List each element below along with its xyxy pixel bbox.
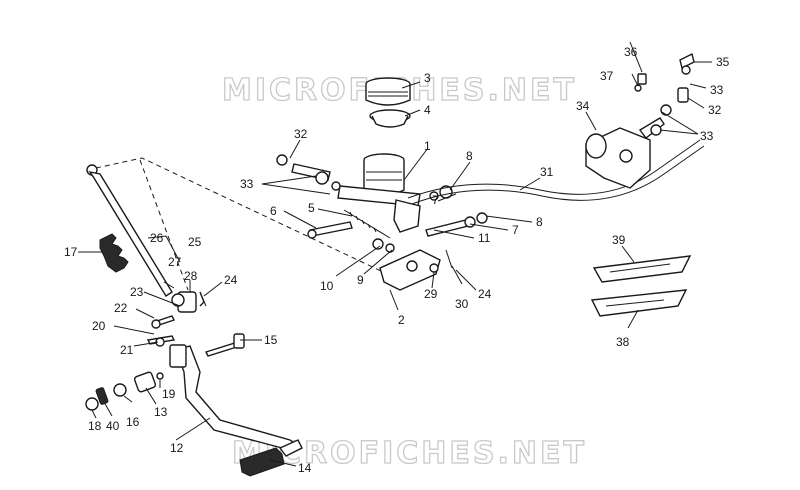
washer-19 — [156, 372, 164, 380]
callout-34: 34 — [576, 99, 590, 113]
callout-10: 10 — [320, 279, 334, 293]
callout-27: 27 — [168, 255, 182, 269]
callout-3: 3 — [424, 71, 431, 85]
callout-23: 23 — [130, 285, 144, 299]
callout-31: 31 — [540, 165, 554, 179]
callout-33-right-top: 33 — [710, 83, 724, 97]
callout-36: 36 — [624, 45, 638, 59]
callout-11: 11 — [478, 231, 491, 245]
pedal-rubber-14 — [239, 439, 303, 477]
callout-33-right: 33 — [700, 129, 714, 143]
callout-14: 14 — [298, 461, 312, 475]
bolt-20-21 — [146, 335, 176, 347]
rubber-boot — [99, 233, 129, 273]
callout-5: 5 — [308, 201, 315, 215]
master-cylinder-1 — [337, 153, 421, 233]
split-pin-24-left — [199, 291, 207, 307]
banjo-hose-33 — [276, 154, 341, 191]
reservoir-cap-3 — [365, 77, 411, 106]
callout-6: 6 — [270, 204, 277, 218]
bleed-screw-35 — [679, 52, 695, 75]
callout-19: 19 — [162, 387, 176, 401]
callout-32-right: 32 — [708, 103, 722, 117]
callout-39: 39 — [612, 233, 626, 247]
callout-26: 26 — [150, 231, 164, 245]
brake-rod — [86, 164, 173, 297]
callout-24-center: 24 — [478, 287, 492, 301]
callout-8-upper: 8 — [466, 149, 473, 163]
callout-labels: 3 4 1 8 32 33 6 5 7 8 7 11 10 9 2 29 30 … — [64, 45, 730, 475]
brake-pedal-arm — [169, 344, 302, 453]
nut-9-10 — [372, 238, 395, 253]
callout-4: 4 — [424, 103, 431, 117]
callout-9: 9 — [357, 273, 364, 287]
callout-33-left: 33 — [240, 177, 254, 191]
bolt-36-37 — [634, 73, 647, 92]
callout-30: 30 — [455, 297, 469, 311]
callout-25: 25 — [188, 235, 202, 249]
rod-guide-line — [95, 157, 401, 281]
callout-22: 22 — [114, 301, 128, 315]
rod-guide-line-2 — [139, 159, 189, 291]
callout-20: 20 — [92, 319, 106, 333]
bolt-6 — [307, 221, 353, 239]
callout-1: 1 — [424, 139, 431, 153]
banjo-32-33-right — [650, 87, 689, 136]
leader-lines — [78, 41, 712, 467]
callout-32-left: 32 — [294, 127, 308, 141]
nut-18-washers-40-16 — [85, 383, 127, 411]
callout-16: 16 — [126, 415, 140, 429]
callout-21: 21 — [120, 343, 134, 357]
callout-37: 37 — [600, 69, 614, 83]
pin-29-30 — [429, 249, 453, 273]
pivot-bolt-22 — [151, 315, 175, 329]
callout-35: 35 — [716, 55, 730, 69]
callout-24-left: 24 — [224, 273, 238, 287]
callout-29: 29 — [424, 287, 438, 301]
callout-28: 28 — [184, 269, 198, 283]
callout-8-lower: 8 — [536, 215, 543, 229]
clevis-2 — [379, 249, 441, 291]
pushrod-5 — [343, 209, 391, 239]
diaphragm-4 — [369, 109, 411, 128]
callout-7-lower: 7 — [512, 223, 519, 237]
pedal-clevis — [171, 291, 205, 313]
callout-12: 12 — [170, 441, 184, 455]
callout-18: 18 — [88, 419, 102, 433]
brake-hose-31-outer — [411, 145, 705, 205]
callout-15: 15 — [264, 333, 278, 347]
callout-7-upper: 7 — [432, 193, 439, 207]
callout-17: 17 — [64, 245, 78, 259]
callout-40: 40 — [106, 419, 120, 433]
callout-13: 13 — [154, 405, 168, 419]
pedal-bolt-15 — [205, 333, 245, 357]
callout-38: 38 — [616, 335, 630, 349]
brake-pad-38 — [590, 289, 688, 317]
callout-2: 2 — [398, 313, 405, 327]
pivot-bush-13 — [133, 371, 157, 393]
brake-pad-39 — [592, 255, 692, 283]
